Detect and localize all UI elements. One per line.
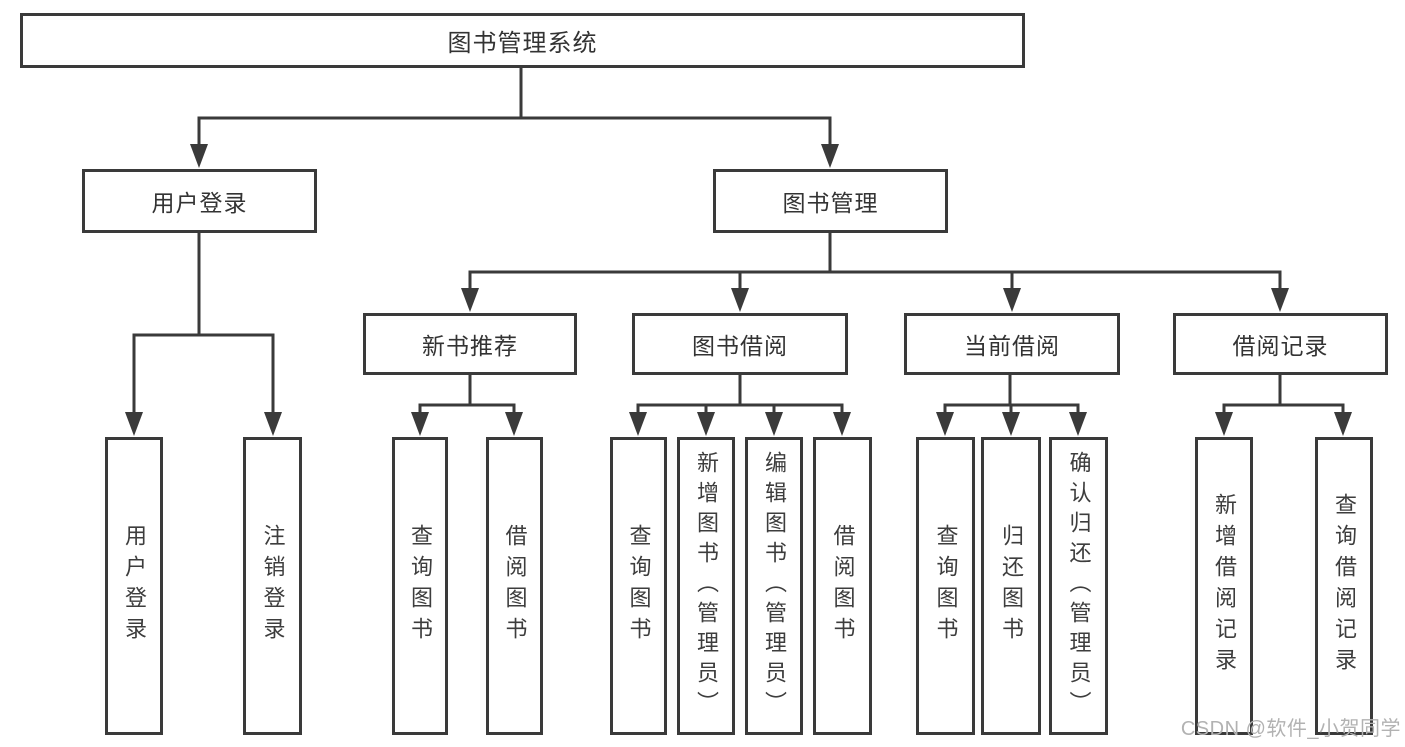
node-label: 确认归还（管理员） [1066, 451, 1092, 721]
csdn-watermark: CSDN @软件_小贺同学 [1180, 718, 1401, 740]
node-new-book-recommend: 新书推荐 [363, 313, 577, 375]
leaf-logout: 注销登录 [243, 437, 302, 735]
node-label: 查询借阅记录 [1332, 493, 1357, 679]
node-borrowing-records: 借阅记录 [1173, 313, 1388, 375]
leaf-add-borrow-record: 新增借阅记录 [1195, 437, 1253, 735]
leaf-user-login: 用户登录 [105, 437, 163, 735]
node-label: 新增借阅记录 [1212, 493, 1237, 679]
leaf-borrow-books-recommend: 借阅图书 [486, 437, 543, 735]
node-label: 编辑图书（管理员） [762, 451, 787, 721]
node-root-system: 图书管理系统 [20, 13, 1025, 68]
leaf-query-books-current: 查询图书 [916, 437, 975, 735]
leaf-confirm-return-admin: 确认归还（管理员） [1049, 437, 1108, 735]
node-label: 新书推荐 [422, 333, 518, 359]
node-label: 借阅记录 [1232, 333, 1329, 359]
leaf-edit-books-admin: 编辑图书（管理员） [745, 437, 803, 735]
node-label: 用户登录 [122, 524, 147, 648]
node-label: 用户登录 [151, 190, 248, 216]
node-label: 归还图书 [999, 524, 1024, 648]
node-label: 借阅图书 [502, 524, 528, 648]
leaf-add-books-admin: 新增图书（管理员） [677, 437, 735, 735]
node-label: 查询图书 [933, 524, 959, 648]
node-label: 查询图书 [626, 524, 652, 648]
node-label: 图书借阅 [692, 333, 788, 359]
leaf-query-borrow-record: 查询借阅记录 [1315, 437, 1373, 735]
node-label: 注销登录 [260, 524, 286, 648]
node-label: 图书管理系统 [447, 30, 598, 57]
node-label: 新增图书（管理员） [694, 451, 719, 721]
leaf-query-books-borrow: 查询图书 [610, 437, 667, 735]
leaf-query-books-recommend: 查询图书 [392, 437, 448, 735]
node-label: 图书管理 [782, 190, 879, 216]
node-book-borrowing: 图书借阅 [632, 313, 848, 375]
node-label: 借阅图书 [830, 524, 856, 648]
node-label: 当前借阅 [964, 333, 1060, 359]
node-user-login: 用户登录 [82, 169, 317, 233]
leaf-borrow-books-borrow: 借阅图书 [813, 437, 872, 735]
node-book-management: 图书管理 [713, 169, 948, 233]
node-current-borrowing: 当前借阅 [904, 313, 1120, 375]
leaf-return-books: 归还图书 [981, 437, 1041, 735]
node-label: 查询图书 [408, 524, 433, 648]
